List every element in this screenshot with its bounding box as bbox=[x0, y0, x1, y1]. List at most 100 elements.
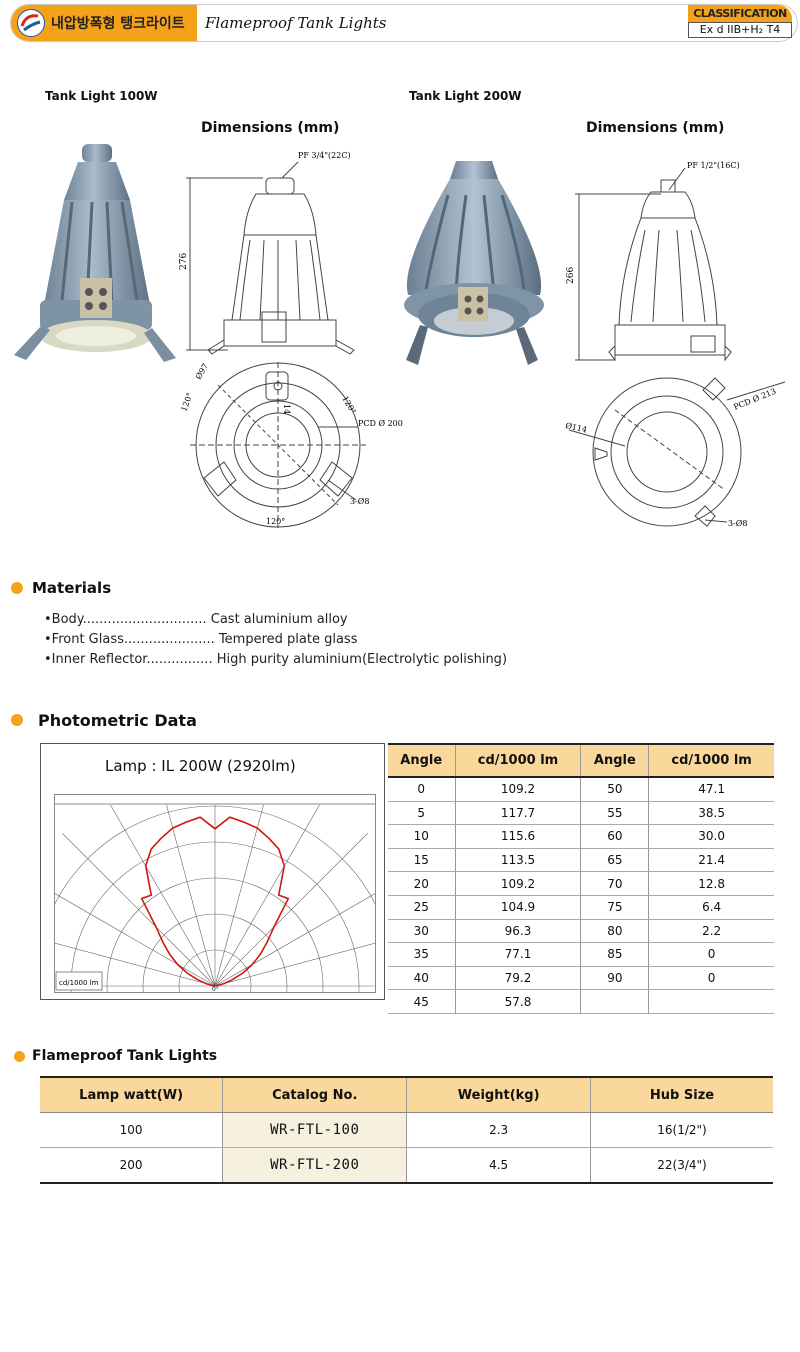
candela-curve bbox=[140, 816, 290, 987]
photometric-bullet-icon bbox=[11, 714, 23, 726]
photometric-title: Photometric Data bbox=[38, 711, 197, 730]
cell-cd: 113.5 bbox=[454, 848, 581, 873]
material-value: Tempered plate glass bbox=[218, 632, 358, 647]
photometric-chart: Lamp : IL 200W (2920lm) cd/1000 lm 0° bbox=[40, 743, 385, 1000]
polar-spoke bbox=[214, 833, 368, 987]
classification-badge: CLASSIFICATION Ex d IIB+H₂ T4 bbox=[688, 5, 792, 39]
dia-label-200w: Ø114 bbox=[565, 421, 588, 434]
cell-cd: 104.9 bbox=[454, 895, 581, 920]
material-row-body: •Body.............................. Cast… bbox=[44, 612, 348, 627]
polar-spoke bbox=[214, 893, 375, 987]
cell-cd: 0 bbox=[648, 942, 774, 967]
unit-label: cd/1000 lm bbox=[59, 979, 99, 987]
cell-angle: 65 bbox=[580, 848, 649, 873]
thread-label-100w: PF 3/4"(22C) bbox=[298, 151, 351, 160]
cell-angle: 10 bbox=[388, 824, 455, 849]
material-value: Cast aluminium alloy bbox=[210, 612, 348, 627]
height-label-100w: 276 bbox=[179, 253, 189, 270]
cell-angle: 50 bbox=[580, 777, 649, 802]
cell-catalog: WR-FTL-200 bbox=[222, 1147, 407, 1184]
material-leader: ................ bbox=[146, 652, 213, 667]
material-leader: ...................... bbox=[123, 632, 215, 647]
cell-angle: 5 bbox=[388, 801, 455, 826]
polar-spoke bbox=[166, 805, 216, 987]
polar-spoke bbox=[110, 805, 216, 987]
cell-cd: 57.8 bbox=[454, 989, 581, 1014]
table-row: 100 WR-FTL-100 2.3 16(1/2") bbox=[40, 1112, 773, 1148]
angle-bottom-label-100w: 120° bbox=[266, 517, 285, 526]
spec-header-row: Lamp watt(W) Catalog No. Weight(kg) Hub … bbox=[40, 1076, 773, 1113]
materials-bullet-icon bbox=[11, 582, 23, 594]
cell-cd: 109.2 bbox=[454, 777, 581, 802]
cell-cd: 96.3 bbox=[454, 919, 581, 944]
cell-hub-size: 22(3/4") bbox=[590, 1147, 773, 1184]
cell-cd: 0 bbox=[648, 966, 774, 991]
tank-light-100w-photo bbox=[14, 144, 176, 362]
header-title-korean: 내압방폭형 탱크라이트 bbox=[51, 16, 185, 32]
dimensions-title-200w: Dimensions (mm) bbox=[586, 120, 725, 136]
cell-angle: 75 bbox=[580, 895, 649, 920]
polar-spoke bbox=[214, 805, 320, 987]
pcd-label-200w: PCD Ø 213 bbox=[732, 387, 777, 412]
cell-cd: 38.5 bbox=[648, 801, 774, 826]
col-header-cd-2: cd/1000 lm bbox=[648, 743, 774, 778]
cell-angle: 85 bbox=[580, 942, 649, 967]
cell-angle: 25 bbox=[388, 895, 455, 920]
polar-spoke bbox=[55, 893, 216, 987]
cell-weight: 2.3 bbox=[406, 1112, 591, 1148]
polar-spoke bbox=[214, 942, 375, 987]
height-label-200w: 266 bbox=[566, 267, 576, 284]
cell-angle: 0 bbox=[388, 777, 455, 802]
polar-spoke bbox=[55, 942, 216, 987]
company-logo-icon bbox=[17, 9, 45, 37]
cell-hub-size: 16(1/2") bbox=[590, 1112, 773, 1148]
cell-angle bbox=[580, 989, 649, 1014]
zero-angle-label: 0° bbox=[212, 986, 219, 993]
material-name: •Body bbox=[44, 612, 83, 627]
cell-angle: 45 bbox=[388, 989, 455, 1014]
cell-cd bbox=[648, 989, 774, 1014]
cell-cd: 117.7 bbox=[454, 801, 581, 826]
cell-cd: 109.2 bbox=[454, 871, 581, 896]
cell-cd: 21.4 bbox=[648, 848, 774, 873]
material-name: •Inner Reflector bbox=[44, 652, 147, 667]
cell-cd: 47.1 bbox=[648, 777, 774, 802]
polar-spoke bbox=[214, 805, 264, 987]
dimensions-title-100w: Dimensions (mm) bbox=[201, 120, 340, 136]
material-value: High purity aluminium(Electrolytic polis… bbox=[216, 652, 508, 667]
cell-angle: 20 bbox=[388, 871, 455, 896]
col-header-hub-size: Hub Size bbox=[590, 1076, 773, 1113]
angle-left-label-100w: 120° bbox=[179, 391, 194, 412]
material-leader: .............................. bbox=[82, 612, 207, 627]
cell-angle: 35 bbox=[388, 942, 455, 967]
spec-table: Lamp watt(W) Catalog No. Weight(kg) Hub … bbox=[40, 1076, 773, 1184]
dimension-drawing-100w: PF 3/4"(22C) 276 Ø97 14 120° 120° 120° P… bbox=[179, 151, 403, 528]
dimension-drawing-200w: PF 1/2"(16C) 266 Ø114 PCD Ø 213 3-Ø8 bbox=[565, 161, 786, 528]
holes-label-100w: 3-Ø8 bbox=[350, 497, 369, 506]
spec-bullet-icon bbox=[14, 1051, 25, 1062]
col-header-angle-2: Angle bbox=[580, 743, 649, 778]
cell-angle: 60 bbox=[580, 824, 649, 849]
offset-label-100w: 14 bbox=[282, 404, 291, 414]
cell-catalog: WR-FTL-100 bbox=[222, 1112, 407, 1148]
cell-weight: 4.5 bbox=[406, 1147, 591, 1184]
material-row-inner-reflector: •Inner Reflector................ High pu… bbox=[44, 652, 507, 667]
cell-cd: 115.6 bbox=[454, 824, 581, 849]
table-row: 200 WR-FTL-200 4.5 22(3/4") bbox=[40, 1147, 773, 1184]
tank-light-200w-photo bbox=[404, 161, 544, 365]
cell-cd: 6.4 bbox=[648, 895, 774, 920]
thread-label-200w: PF 1/2"(16C) bbox=[687, 161, 740, 170]
header-title-english: Flameproof Tank Lights bbox=[205, 14, 387, 32]
cell-angle: 55 bbox=[580, 801, 649, 826]
polar-diagram: cd/1000 lm 0° bbox=[54, 794, 376, 993]
col-header-lamp-watt: Lamp watt(W) bbox=[40, 1076, 223, 1113]
page-header: 내압방폭형 탱크라이트 Flameproof Tank Lights bbox=[10, 4, 798, 42]
